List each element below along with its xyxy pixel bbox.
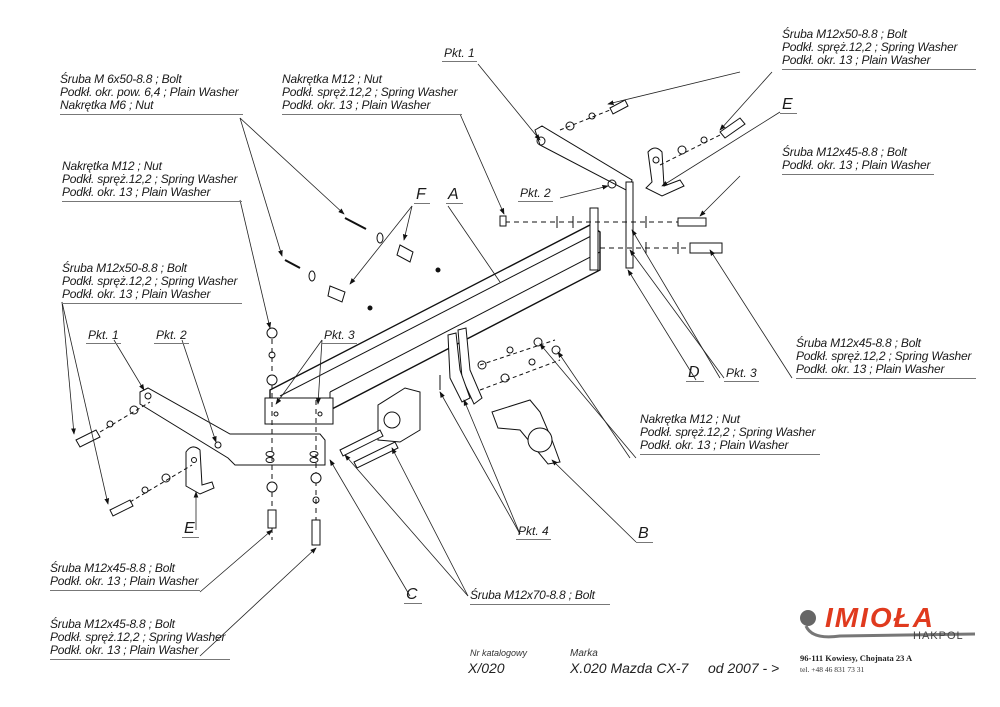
callout-right-bolt-m12x45-a: Śruba M12x45-8.8 ; Bolt Podkł. okr. 13 ;… bbox=[782, 146, 934, 175]
right-e-bracket bbox=[645, 147, 685, 197]
callout-line: Śruba M12x45-8.8 ; Bolt bbox=[782, 145, 907, 159]
company-logo: IMIOŁA HAKPOL bbox=[795, 600, 975, 670]
callout-line: Podkł. spręż.12,2 ; Spring Washer bbox=[782, 40, 958, 54]
callout-line: Podkł. okr. pow. 6,4 ; Plain Washer bbox=[60, 85, 239, 99]
catalog-number-label: Nr katalogowy bbox=[470, 648, 528, 658]
company-name: IMIOŁA bbox=[825, 602, 935, 633]
callout-line: Podkł. okr. 13 ; Plain Washer bbox=[782, 53, 931, 67]
part-letter-b: B bbox=[636, 525, 653, 543]
callout-right-nut-m12: Nakrętka M12 ; Nut Podkł. spręż.12,2 ; S… bbox=[640, 413, 820, 455]
point-label-pkt3-left: Pkt. 3 bbox=[322, 328, 357, 344]
callout-left-nut-m12: Nakrętka M12 ; Nut Podkł. spręż.12,2 ; S… bbox=[62, 160, 242, 202]
callout-line: Podkł. okr. 13 ; Plain Washer bbox=[796, 362, 945, 376]
callout-line: Śruba M12x45-8.8 ; Bolt bbox=[50, 561, 175, 575]
company-subname: HAKPOL bbox=[913, 630, 964, 642]
callout-line: Nakrętka M6 ; Nut bbox=[60, 98, 154, 112]
callout-line: Podkł. spręż.12,2 ; Spring Washer bbox=[640, 425, 816, 439]
point-label-pkt2-left: Pkt. 2 bbox=[154, 328, 189, 344]
callout-line: Podkł. okr. 13 ; Plain Washer bbox=[62, 287, 211, 301]
callout-top-mid-nut-m12: Nakrętka M12 ; Nut Podkł. spręż.12,2 ; S… bbox=[282, 73, 462, 115]
callout-line: Podkł. spręż.12,2 ; Spring Washer bbox=[796, 349, 972, 363]
bracket-pkt4 bbox=[439, 327, 483, 405]
callout-line: Podkł. okr. 13 ; Plain Washer bbox=[782, 158, 931, 172]
callout-line: Podkł. spręż.12,2 ; Spring Washer bbox=[62, 172, 238, 186]
top-right-bolts bbox=[559, 99, 746, 166]
point-label-pkt4: Pkt. 4 bbox=[516, 524, 551, 540]
socket-plate bbox=[377, 387, 421, 443]
callout-line: Podkł. okr. 13 ; Plain Washer bbox=[50, 643, 199, 657]
ball-coupling-b bbox=[491, 399, 561, 465]
company-phone: tel. +48 46 831 73 31 bbox=[800, 665, 865, 674]
brand-label: Marka bbox=[570, 648, 598, 659]
left-lower-bracket bbox=[139, 387, 334, 466]
callout-line: Podkł. spręż.12,2 ; Spring Washer bbox=[50, 630, 226, 644]
callout-line: Podkł. okr. 13 ; Plain Washer bbox=[640, 438, 789, 452]
part-letter-e-top: E bbox=[780, 96, 797, 114]
callout-line: Nakrętka M12 ; Nut bbox=[640, 412, 740, 426]
callout-line: Śruba M12x50-8.8 ; Bolt bbox=[782, 27, 907, 41]
part-letter-f: F bbox=[414, 186, 430, 204]
right-upper-bracket bbox=[534, 125, 634, 269]
callout-bottom-bolt-m12x45-b: Śruba M12x45-8.8 ; Bolt Podkł. spręż.12,… bbox=[50, 618, 230, 660]
point-label-pkt3-right: Pkt. 3 bbox=[724, 366, 759, 382]
part-letter-d: D bbox=[686, 364, 704, 382]
callout-line: Podkł. okr. 13 ; Plain Washer bbox=[62, 185, 211, 199]
callout-line: Nakrętka M12 ; Nut bbox=[282, 72, 382, 86]
callout-bottom-bolt-m12x45-a: Śruba M12x45-8.8 ; Bolt Podkł. okr. 13 ;… bbox=[50, 562, 200, 591]
callout-line: Nakrętka M12 ; Nut bbox=[62, 159, 162, 173]
callout-line: Podkł. okr. 13 ; Plain Washer bbox=[282, 98, 431, 112]
main-crossbar-a bbox=[269, 207, 601, 411]
part-letter-e-bottom: E bbox=[182, 520, 199, 538]
part-letter-c: C bbox=[404, 586, 422, 604]
callout-line: Podkł. okr. 13 ; Plain Washer bbox=[50, 574, 199, 588]
company-address: 96-111 Kowiesy, Chojnata 23 A bbox=[800, 653, 913, 663]
callout-bottom-bolt-m12x70: Śruba M12x70-8.8 ; Bolt bbox=[470, 589, 610, 605]
callout-left-bolt-m12x50: Śruba M12x50-8.8 ; Bolt Podkł. spręż.12,… bbox=[62, 262, 242, 304]
callout-line: Śruba M12x70-8.8 ; Bolt bbox=[470, 588, 595, 602]
company-logo-graphic bbox=[800, 610, 976, 639]
brand-value: X.020 Mazda CX-7 bbox=[570, 660, 689, 676]
callout-right-bolt-m12x45-b: Śruba M12x45-8.8 ; Bolt Podkł. spręż.12,… bbox=[796, 337, 976, 379]
point-label-pkt2-top: Pkt. 2 bbox=[518, 186, 553, 202]
callout-line: Podkł. spręż.12,2 ; Spring Washer bbox=[282, 85, 458, 99]
callout-line: Śruba M12x45-8.8 ; Bolt bbox=[50, 617, 175, 631]
model-years: od 2007 - > bbox=[708, 660, 780, 676]
callout-line: Śruba M12x45-8.8 ; Bolt bbox=[796, 336, 921, 350]
part-letter-a: A bbox=[446, 186, 463, 204]
f-spacers bbox=[284, 217, 441, 311]
left-bolts bbox=[75, 401, 193, 517]
callout-top-left-bolt-m6: Śruba M 6x50-8.8 ; Bolt Podkł. okr. pow.… bbox=[60, 73, 243, 115]
catalog-number-value: X/020 bbox=[468, 660, 505, 676]
callout-line: Śruba M 6x50-8.8 ; Bolt bbox=[60, 72, 182, 86]
callout-line: Podkł. spręż.12,2 ; Spring Washer bbox=[62, 274, 238, 288]
left-e-bracket bbox=[185, 446, 215, 495]
callout-line: Śruba M12x50-8.8 ; Bolt bbox=[62, 261, 187, 275]
callout-top-right-bolt-m12x50: Śruba M12x50-8.8 ; Bolt Podkł. spręż.12,… bbox=[782, 28, 976, 70]
point-label-pkt1-top: Pkt. 1 bbox=[442, 46, 477, 62]
point-label-pkt1-left: Pkt. 1 bbox=[86, 328, 121, 344]
